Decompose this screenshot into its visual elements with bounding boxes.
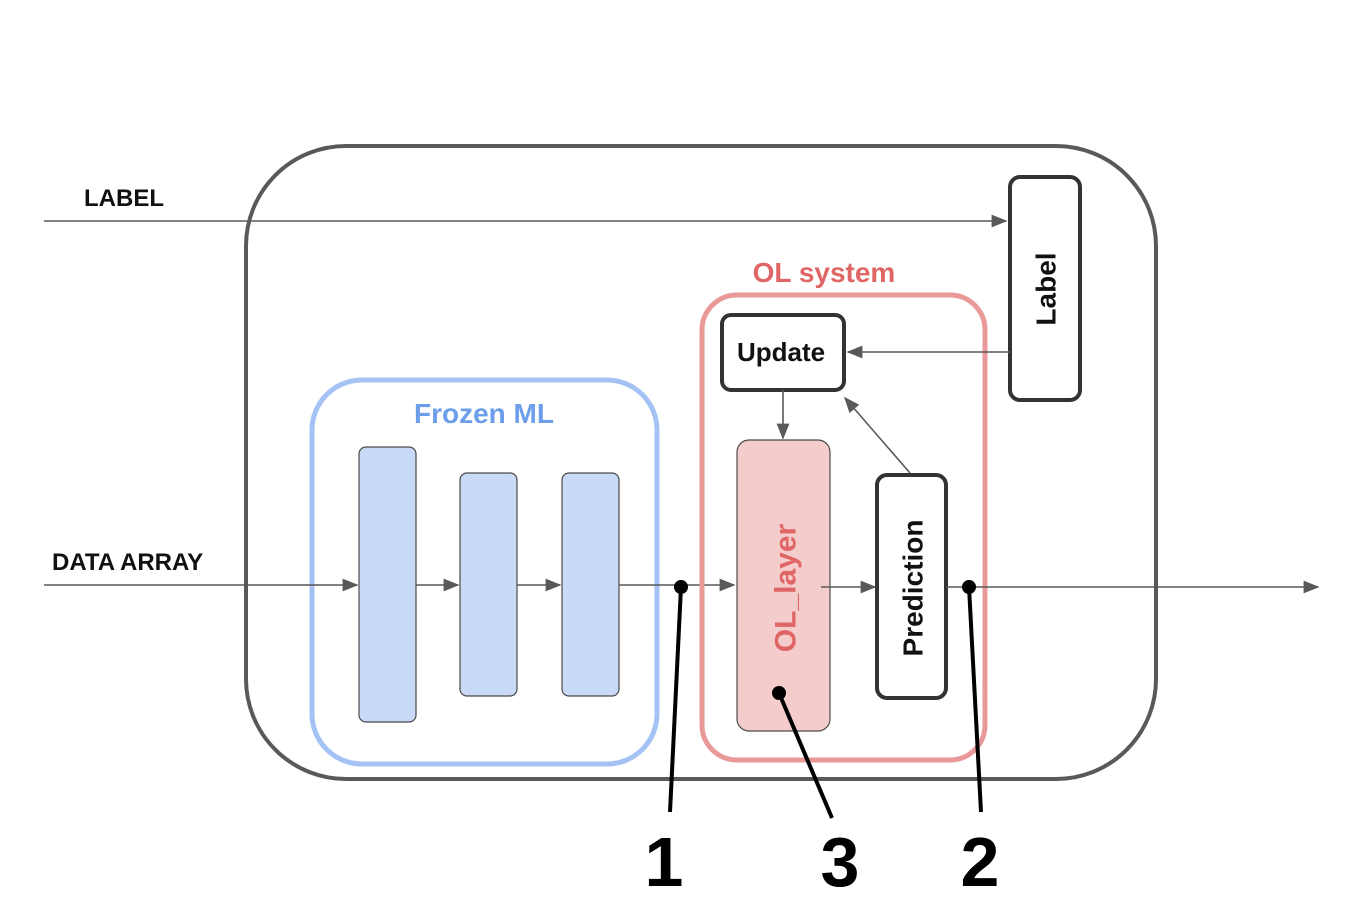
outer-system-container — [244, 144, 1158, 781]
ol-system-group — [699, 292, 988, 763]
ol-layer-text: OL_layer — [770, 523, 803, 652]
ol-layer-box — [736, 439, 831, 732]
marker-2-dot-icon — [962, 580, 976, 594]
data-array-input-label: DATA ARRAY — [52, 549, 203, 576]
label-input-label: LABEL — [84, 185, 164, 212]
marker-3-label: 3 — [821, 823, 860, 901]
frozen-layer-2 — [459, 472, 518, 697]
marker-1-line — [668, 586, 683, 813]
marker-2-label: 2 — [961, 823, 1000, 901]
marker-1-dot-icon — [674, 580, 688, 594]
marker-2-line — [967, 586, 983, 813]
update-box-text: Update — [737, 337, 825, 367]
frozen-ml-group — [309, 377, 660, 767]
label-box-text: Label — [1031, 252, 1062, 325]
prediction-box-text: Prediction — [898, 520, 929, 657]
marker-3-line — [777, 692, 834, 819]
prediction-to-update-arrow-icon — [843, 396, 911, 474]
frozen-ml-title: Frozen ML — [414, 398, 554, 429]
label-box — [1008, 175, 1082, 402]
ol-system-title: OL system — [753, 257, 896, 288]
frozen-layer-1 — [358, 446, 417, 723]
marker-1-label: 1 — [645, 823, 684, 901]
marker-3-dot-icon — [772, 686, 786, 700]
frozen-layer-3 — [561, 472, 620, 697]
